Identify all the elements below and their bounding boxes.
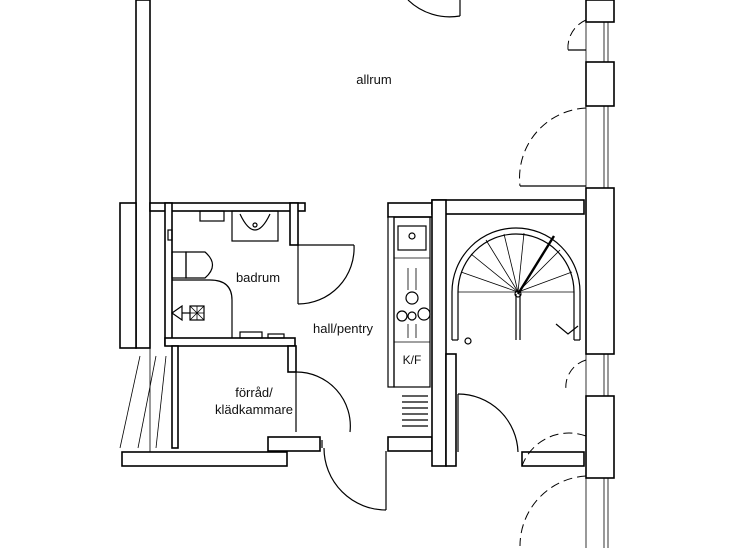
west-wall-stub <box>119 202 137 349</box>
bathroom-bottom-wall <box>164 337 296 347</box>
sink <box>231 210 279 242</box>
stove-icon <box>396 268 431 338</box>
stair-left-wall <box>431 199 447 467</box>
south-wall-left <box>121 451 288 467</box>
radiator <box>402 395 428 427</box>
drain-arrow-icon <box>170 304 183 322</box>
toilet-tank <box>171 251 187 279</box>
walls <box>119 0 615 548</box>
label-kf: K/F <box>403 353 422 367</box>
stair-arrow <box>516 235 556 295</box>
cabinet <box>199 210 225 222</box>
stair-left-inner <box>445 353 457 467</box>
room-labels: allrum badrum hall/pentry förråd/ klädka… <box>215 72 421 417</box>
pentry-fixtures <box>393 216 431 427</box>
pentry-left-edge <box>387 216 395 388</box>
east-wall-1 <box>585 0 615 23</box>
label-allrum: allrum <box>356 72 391 87</box>
bathroom-left-wall <box>164 202 173 346</box>
east-wall-2 <box>585 61 615 107</box>
door-post <box>287 345 297 373</box>
stair-top-wall <box>431 199 585 215</box>
shower <box>172 279 233 338</box>
storage-left-wall <box>171 345 179 449</box>
west-wall <box>135 0 151 349</box>
bathroom-right-wall <box>289 202 299 246</box>
spiral-staircase <box>451 227 581 345</box>
east-wall-4 <box>585 395 615 479</box>
label-hall-pentry: hall/pentry <box>313 321 373 336</box>
label-forrad: förråd/ <box>235 385 273 400</box>
entrance-frame-left <box>267 436 321 452</box>
east-wall-3 <box>585 187 615 355</box>
toilet-bowl <box>185 251 214 279</box>
south-wall-right <box>521 451 585 467</box>
pentry-top-wall <box>387 202 434 218</box>
bathroom-top-wall <box>149 202 306 212</box>
doors <box>119 0 587 547</box>
kitchen-sink <box>397 225 427 251</box>
bathroom-fixtures <box>167 210 285 339</box>
kitchen-counter <box>393 216 431 388</box>
entrance-frame-right <box>387 436 433 452</box>
label-kladkammare: klädkammare <box>215 402 293 417</box>
stair-treads <box>458 232 574 293</box>
label-badrum: badrum <box>236 270 280 285</box>
